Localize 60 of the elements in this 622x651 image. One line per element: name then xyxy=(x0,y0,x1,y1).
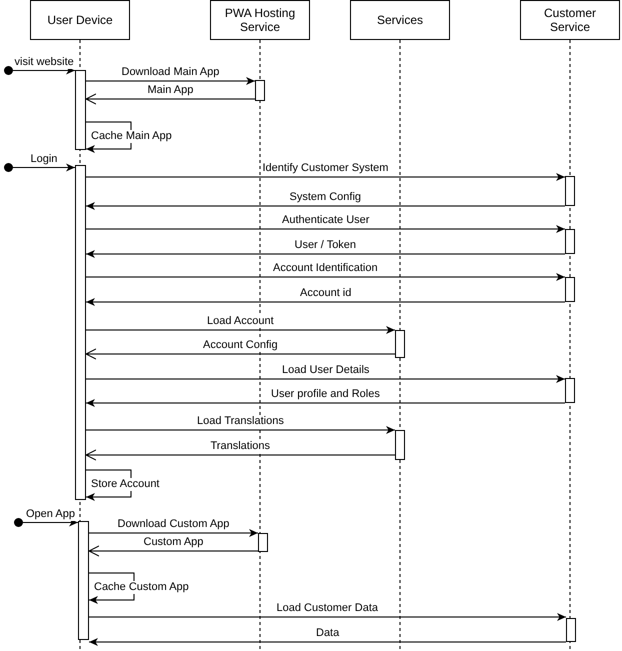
activation-bar xyxy=(255,80,265,101)
edge-label: User profile and Roles xyxy=(270,388,381,401)
start-dot xyxy=(14,518,23,527)
activation-bar xyxy=(565,277,575,302)
message-arrow xyxy=(86,225,566,233)
self-message-arrow xyxy=(86,122,132,153)
message-arrow xyxy=(86,94,256,104)
participant-box: Customer Service xyxy=(520,0,620,40)
message-arrow xyxy=(88,613,566,621)
activation-bar xyxy=(75,70,86,150)
message-arrow xyxy=(86,450,396,460)
message-arrow xyxy=(86,77,256,85)
activation-bar xyxy=(78,521,89,640)
message-arrow xyxy=(86,202,566,210)
activation-bar xyxy=(566,618,576,642)
participant-box: PWA Hosting Service xyxy=(210,0,310,40)
edge-label: Load Account xyxy=(206,315,275,328)
message-arrow xyxy=(86,326,396,334)
activation-bar xyxy=(565,176,575,206)
activation-bar xyxy=(395,330,405,358)
message-arrow xyxy=(88,638,566,646)
activation-bar xyxy=(75,165,86,500)
edge-label: Load Translations xyxy=(196,415,285,428)
edge-label: Store Account xyxy=(90,478,160,490)
message-arrow xyxy=(12,66,76,74)
activation-bar xyxy=(565,378,575,403)
message-arrow xyxy=(86,273,566,281)
message-arrow xyxy=(86,375,566,383)
message-arrow xyxy=(86,426,396,434)
participant-box: Services xyxy=(350,0,450,40)
message-arrow xyxy=(88,529,258,537)
participant-box: User Device xyxy=(30,0,130,40)
message-arrow xyxy=(86,173,566,181)
edge-label: Main App xyxy=(146,84,194,97)
message-arrow xyxy=(88,546,258,556)
message-arrow xyxy=(86,399,566,407)
edge-label: Login xyxy=(30,152,58,166)
edge-label: Download Main App xyxy=(120,66,220,79)
edge-label: Translations xyxy=(210,440,272,453)
start-dot xyxy=(4,163,13,172)
edge-label: Cache Main App xyxy=(90,130,173,142)
message-arrow xyxy=(86,348,396,360)
edge-label: visit website xyxy=(14,56,75,68)
edge-label: System Config xyxy=(288,191,362,204)
activation-bar xyxy=(565,229,575,254)
message-arrow xyxy=(86,298,566,306)
message-arrow xyxy=(86,250,566,258)
edge-label: Cache Custom App xyxy=(93,580,190,594)
self-message-arrow xyxy=(86,470,132,501)
activation-bar xyxy=(258,533,268,552)
edge-label: Open App xyxy=(25,508,76,520)
message-arrow xyxy=(12,164,76,172)
edge-label: Custom App xyxy=(142,536,204,549)
start-dot xyxy=(4,66,13,75)
self-message-arrow xyxy=(88,572,134,604)
edge-label: Identify Customer System xyxy=(262,162,390,175)
edge-label: Download Custom App xyxy=(116,518,230,531)
message-arrow xyxy=(22,518,78,526)
edge-label: Account Config xyxy=(202,339,279,352)
activation-bar xyxy=(395,430,405,460)
